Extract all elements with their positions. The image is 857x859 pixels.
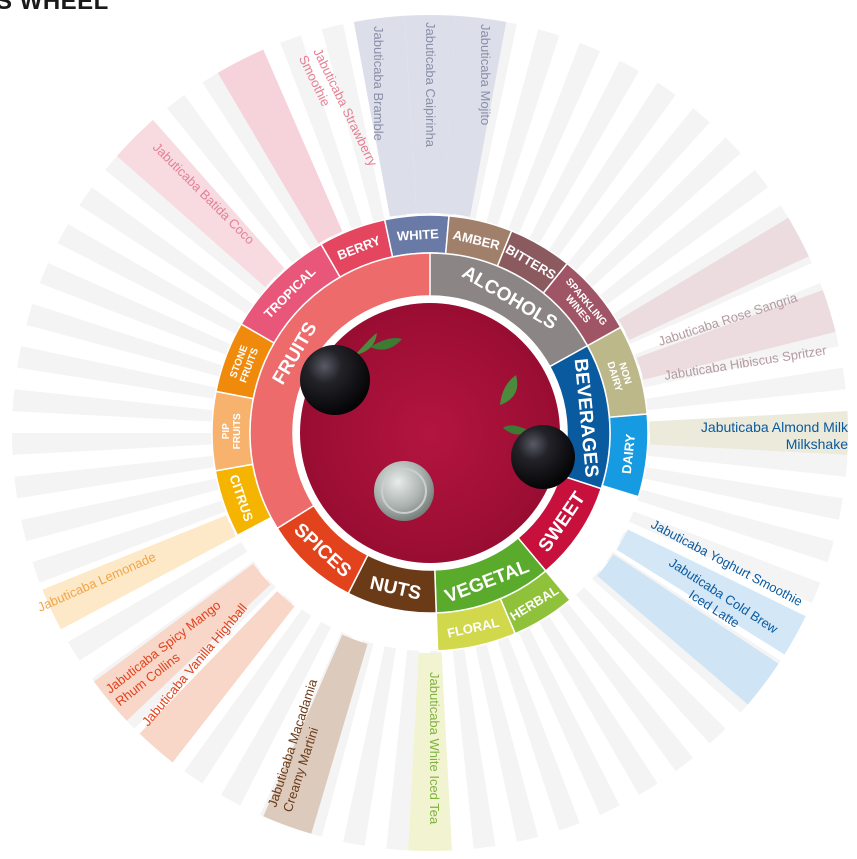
band-vanilla xyxy=(139,591,295,763)
band-spicymango xyxy=(93,563,271,721)
band-mojito xyxy=(443,15,507,217)
band-strawberry xyxy=(217,49,343,244)
drink-icedtea[interactable]: Jabuticaba White Iced Tea xyxy=(427,672,442,825)
band-sangria xyxy=(618,217,809,341)
band-lemonade xyxy=(42,515,236,630)
svg-text:Jabuticaba Mojito: Jabuticaba Mojito xyxy=(478,24,493,125)
band-bramble xyxy=(353,15,417,217)
subcategory-label-pip: PIPFRUITS xyxy=(221,413,243,450)
band-macadamia xyxy=(263,634,368,834)
drink-bands xyxy=(42,15,848,851)
band-icedtea xyxy=(408,652,452,851)
band-batida xyxy=(116,119,285,288)
subcategory-label-dairy: DAIRY xyxy=(619,433,638,475)
wheel-title: S WHEEL xyxy=(0,0,109,15)
svg-text:Jabuticaba Bramble: Jabuticaba Bramble xyxy=(371,26,386,141)
berry-icon xyxy=(300,333,402,415)
band-caipirinha xyxy=(404,15,456,214)
svg-text:Jabuticaba White Iced Tea: Jabuticaba White Iced Tea xyxy=(427,672,442,825)
coin-icon xyxy=(374,461,434,521)
drink-caipirinha[interactable]: Jabuticaba Caipirinha xyxy=(423,22,438,148)
berry-icon xyxy=(500,375,575,489)
drink-bramble[interactable]: Jabuticaba Bramble xyxy=(371,26,386,141)
svg-text:Jabuticaba Caipirinha: Jabuticaba Caipirinha xyxy=(423,22,438,148)
subcategory-label-white: WHITE xyxy=(397,226,440,244)
band-yoghurt xyxy=(616,529,806,655)
band-almond xyxy=(649,411,848,455)
band-hibiscus xyxy=(636,290,836,380)
drink-mojito[interactable]: Jabuticaba Mojito xyxy=(478,24,493,125)
band-coldbrew xyxy=(597,554,779,705)
